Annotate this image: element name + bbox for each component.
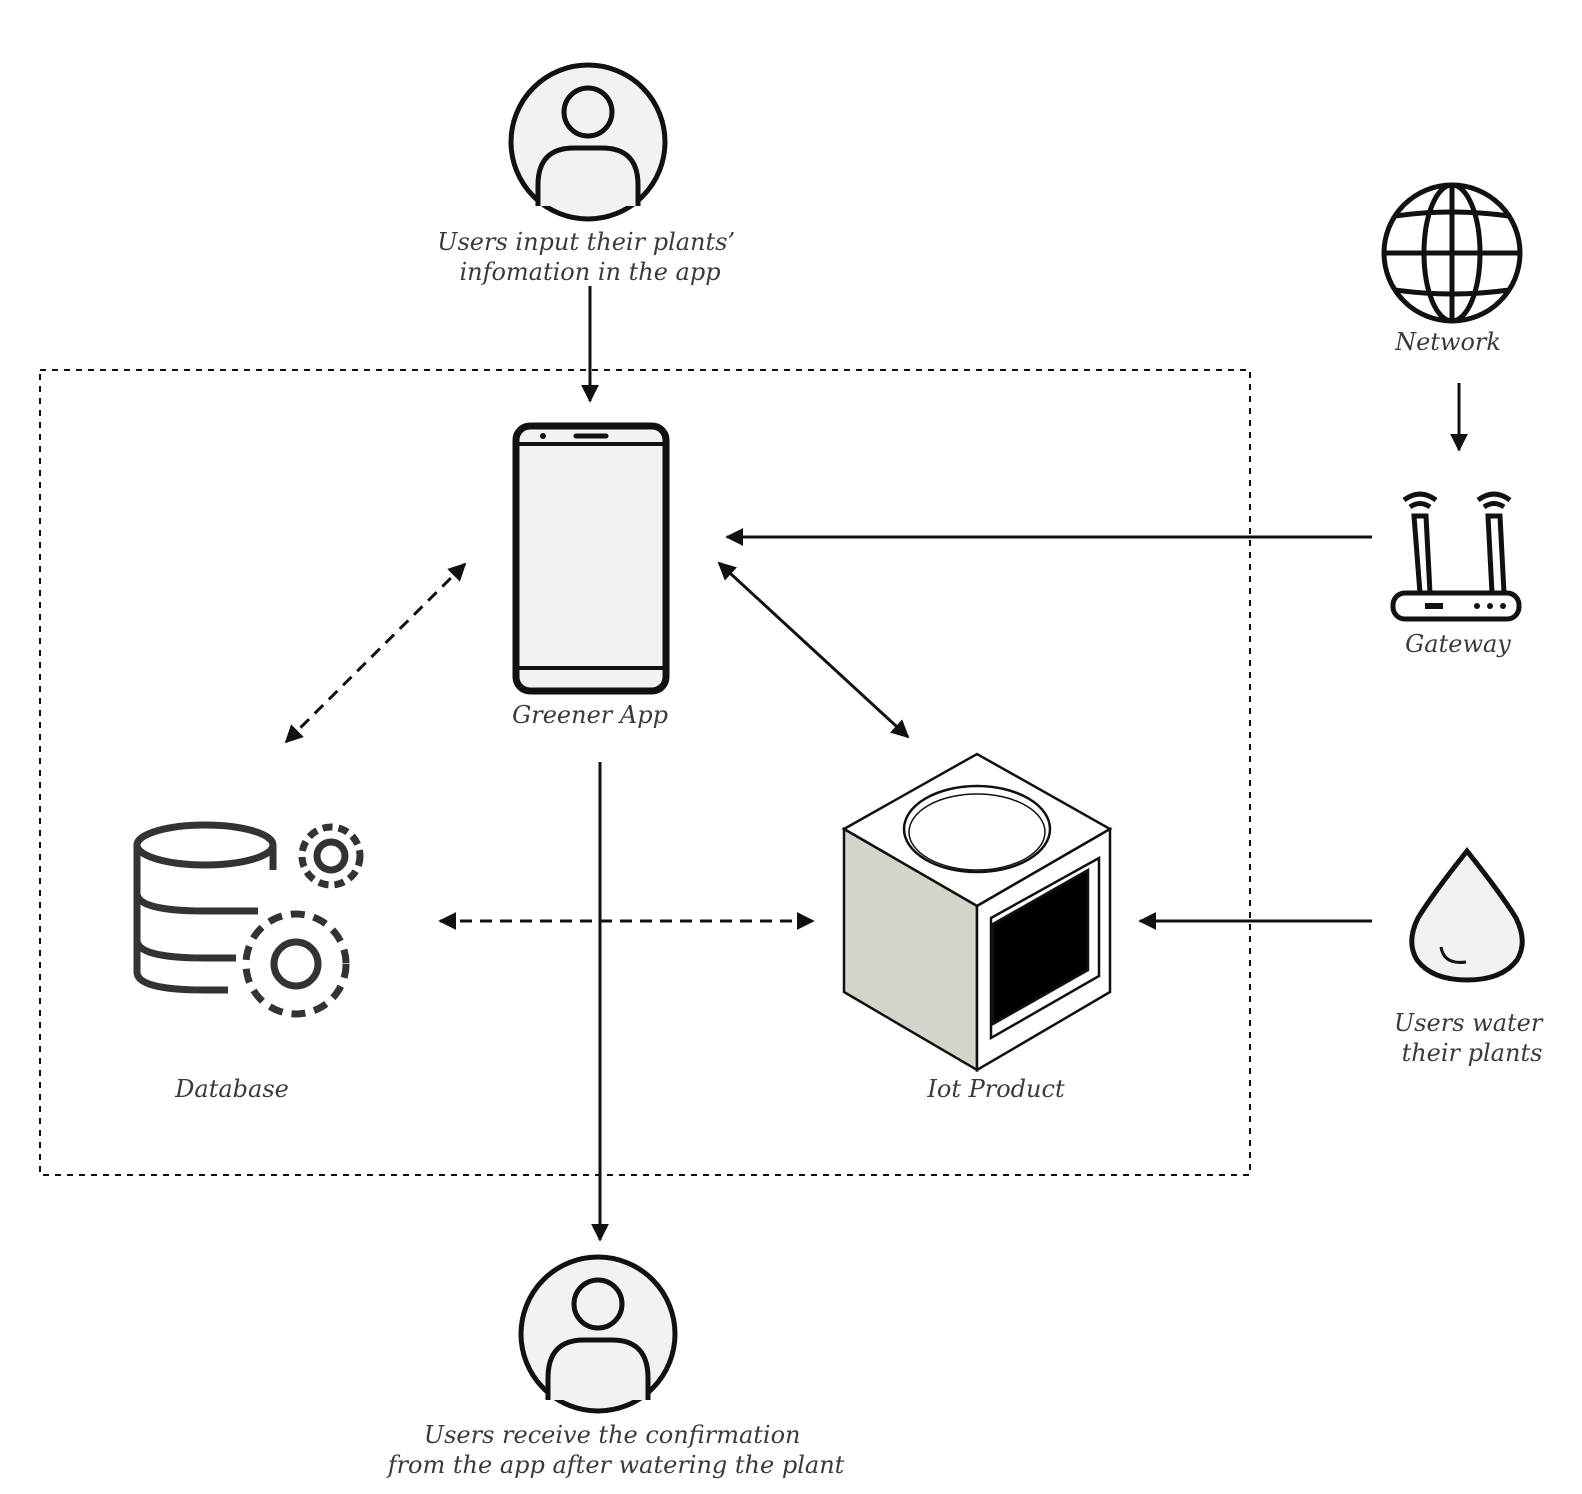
iot-product-label: Iot Product — [926, 1075, 1065, 1103]
user-bottom-node: Users receive the confirmation from the … — [386, 1254, 845, 1479]
water-label: Users water their plants — [1394, 1009, 1550, 1067]
greener-app-label: Greener App — [512, 701, 668, 729]
system-boundary — [39, 369, 1251, 1176]
database-node: Database — [133, 821, 364, 1103]
user-icon — [518, 1254, 678, 1414]
gateway-node: Gateway — [1390, 491, 1522, 658]
greener-app-node: Greener App — [512, 422, 670, 729]
globe-icon — [1381, 182, 1523, 324]
iot-product-node: Iot Product — [841, 752, 1113, 1103]
user-top-label: Users input their plants’ infomation in … — [437, 228, 743, 286]
network-label: Network — [1394, 328, 1501, 356]
database-gears-icon — [133, 821, 364, 1018]
smartphone-icon — [512, 422, 670, 695]
user-bottom-label: Users receive the confirmation from the … — [386, 1421, 845, 1479]
database-label: Database — [174, 1075, 289, 1103]
router-icon — [1390, 491, 1522, 622]
gateway-label: Gateway — [1405, 630, 1511, 658]
cube-device-icon — [841, 752, 1113, 1073]
water-node: Users water their plants — [1394, 846, 1550, 1067]
user-top-node: Users input their plants’ infomation in … — [437, 62, 743, 286]
network-node: Network — [1381, 182, 1523, 356]
arrow-app-iot — [717, 561, 910, 739]
arrow-app-database — [284, 562, 467, 744]
water-drop-icon — [1409, 846, 1525, 983]
user-icon — [508, 62, 668, 222]
